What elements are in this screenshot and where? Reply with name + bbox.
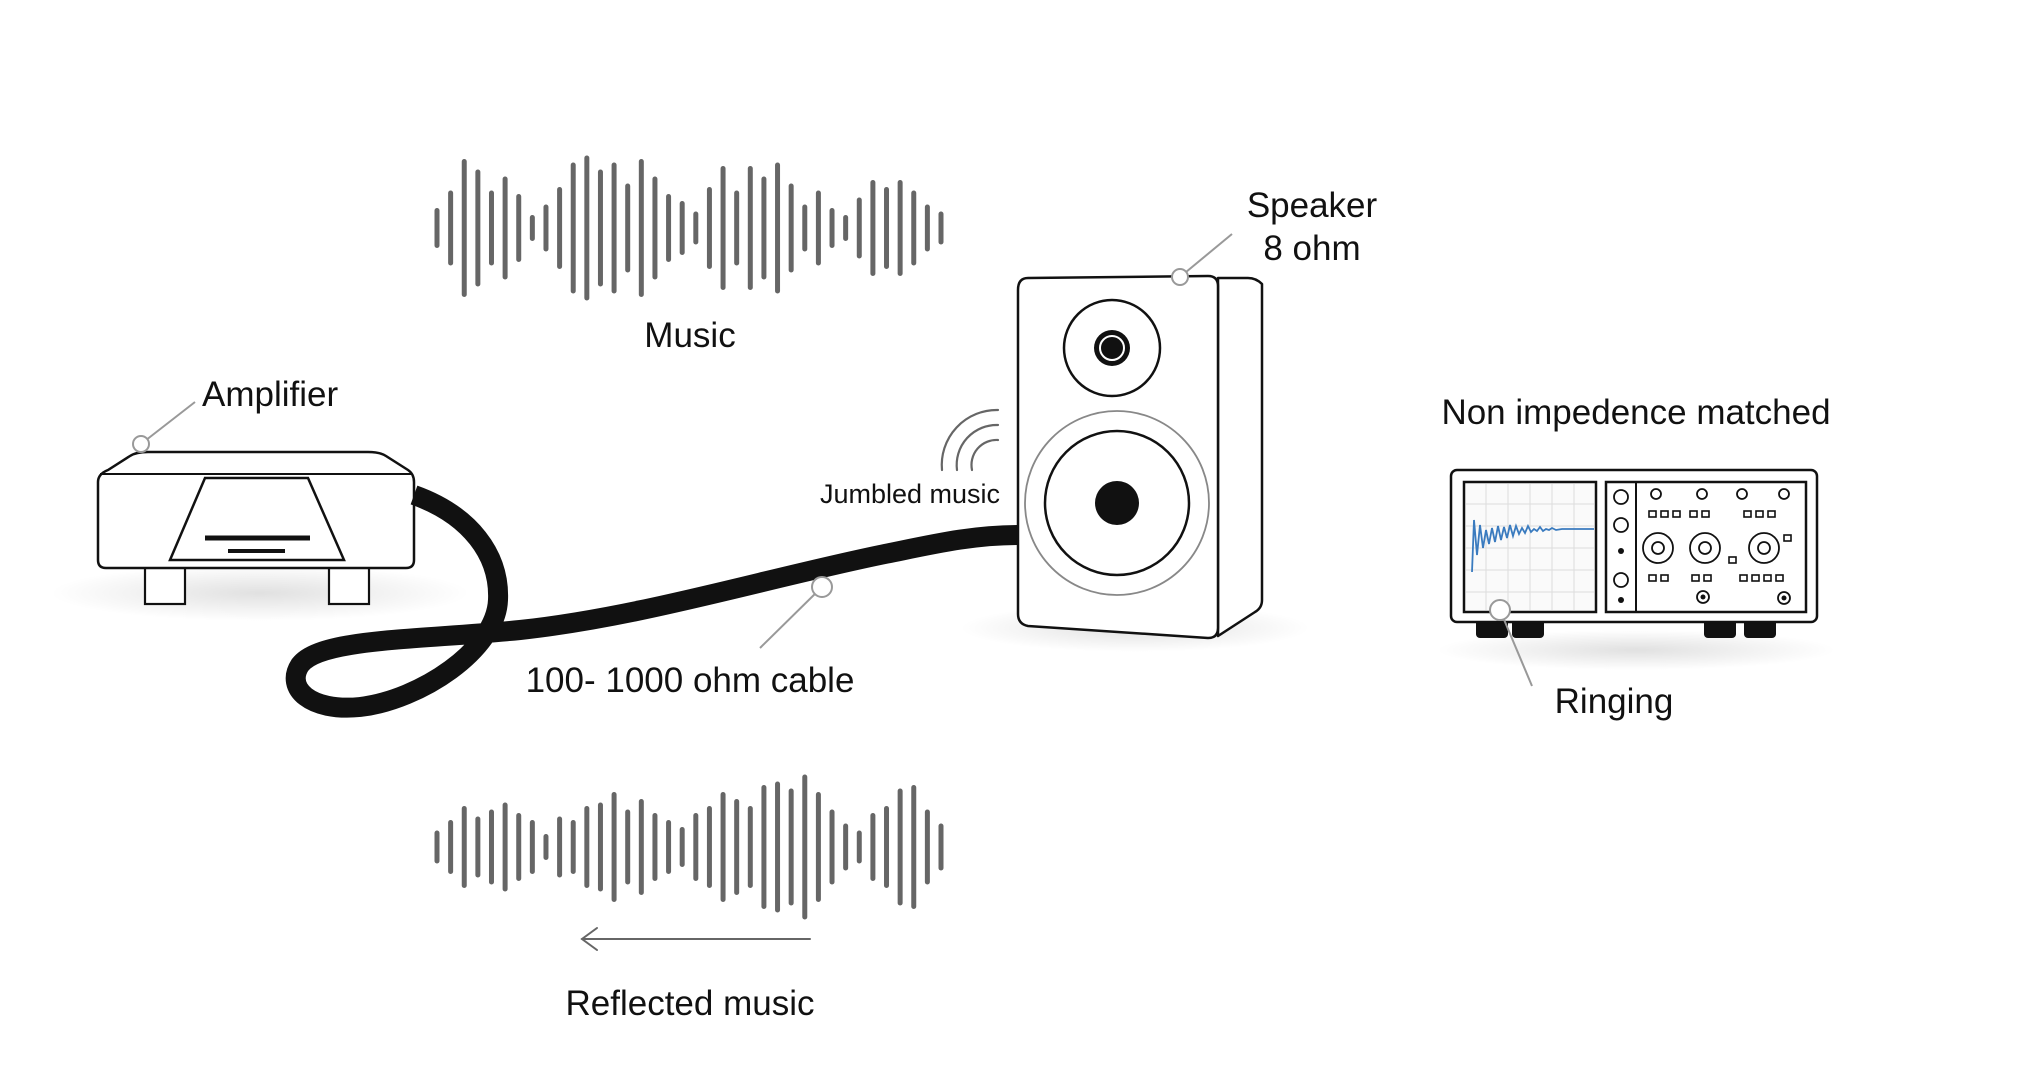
oscilloscope-device (1436, 468, 1836, 670)
speaker-label-line2: 8 ohm (1263, 229, 1360, 268)
cable-label: 100- 1000 ohm cable (526, 661, 855, 700)
amplifier-callout (132, 401, 196, 453)
cable (285, 485, 1019, 718)
reflected-music-waveform (434, 774, 944, 920)
speaker-device (960, 274, 1310, 652)
amplifier-device (50, 450, 470, 621)
speaker-callout (1171, 233, 1233, 286)
ringing-callout (1489, 599, 1533, 687)
sound-waves-icon (940, 408, 1000, 472)
speaker-label-line1: Speaker (1247, 186, 1378, 225)
cable-callout (759, 576, 833, 649)
arrow-left-icon (580, 927, 811, 951)
non-impedance-matched-label: Non impedence matched (1441, 393, 1830, 432)
reflected-music-label: Reflected music (566, 984, 815, 1023)
ringing-signal (1471, 519, 1594, 573)
music-label: Music (644, 316, 735, 355)
music-waveform (434, 155, 944, 301)
jumbled-music-label: Jumbled music (820, 479, 1000, 509)
ringing-label: Ringing (1555, 682, 1674, 721)
amplifier-label: Amplifier (202, 375, 338, 414)
